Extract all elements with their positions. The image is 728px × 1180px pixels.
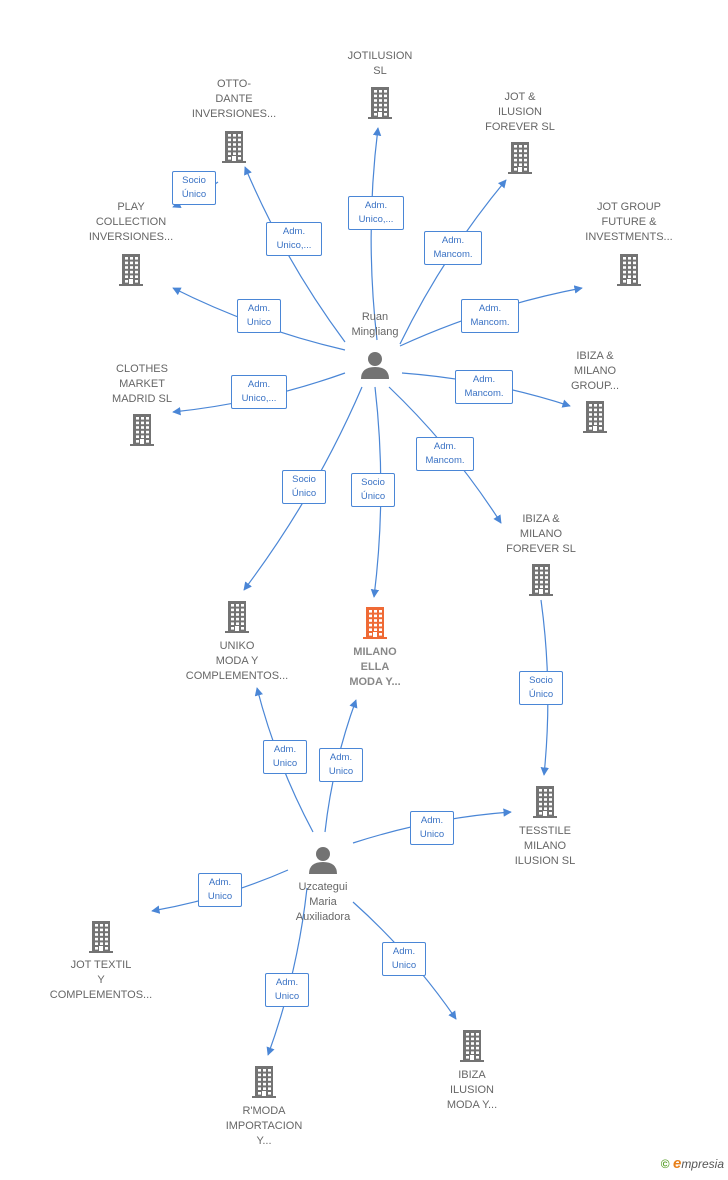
relation-badge-r14[interactable]: Adm. Unico xyxy=(319,748,363,782)
relation-badge-r18[interactable]: Adm. Unico xyxy=(382,942,426,976)
node-label-jot_ilusion[interactable]: JOT & ILUSION FOREVER SL xyxy=(485,91,555,133)
node-label-jotgroup[interactable]: JOT GROUP FUTURE & INVESTMENTS... xyxy=(585,201,673,243)
building-icon-otto[interactable] xyxy=(222,131,246,163)
relation-badge-r5[interactable]: Adm. Unico xyxy=(237,299,281,333)
node-label-uzcategui[interactable]: Uzcategui Maria Auxiliadora xyxy=(295,881,351,923)
relation-badge-r15[interactable]: Adm. Unico xyxy=(410,811,454,845)
building-icon-testile[interactable] xyxy=(533,786,557,818)
edge-ruan-to-otto xyxy=(244,166,346,343)
node-label-clothes[interactable]: CLOTHES MARKET MADRID SL xyxy=(112,363,172,405)
building-icon-uniko[interactable] xyxy=(225,601,249,633)
node-label-otto[interactable]: OTTO- DANTE INVERSIONES... xyxy=(191,78,277,120)
node-label-play[interactable]: PLAY COLLECTION INVERSIONES... xyxy=(88,201,174,243)
building-icon-clothes[interactable] xyxy=(130,414,154,446)
person-icon-uzcategui[interactable] xyxy=(309,847,337,874)
node-label-testile[interactable]: TESSTILE MILANO ILUSION SL xyxy=(514,825,576,867)
relation-badge-r11[interactable]: Socio Único xyxy=(351,473,395,507)
node-label-rmoda[interactable]: R'MODA IMPORTACION Y... xyxy=(225,1105,303,1147)
relation-badge-r17[interactable]: Adm. Unico xyxy=(265,973,309,1007)
empresia-brand[interactable]: © empresia xyxy=(661,1155,724,1172)
node-label-milano[interactable]: MILANO ELLA MODA Y... xyxy=(349,646,401,688)
node-label-ibiza_group[interactable]: IBIZA & MILANO GROUP... xyxy=(570,350,620,392)
building-icon-jot_ilusion[interactable] xyxy=(508,142,532,174)
relation-badge-r16[interactable]: Adm. Unico xyxy=(198,873,242,907)
node-label-ibiza_forever[interactable]: IBIZA & MILANO FOREVER SL xyxy=(506,513,576,555)
relation-badge-r9[interactable]: Adm. Mancom. xyxy=(416,437,474,471)
building-icon-ibiza_ilusion[interactable] xyxy=(460,1030,484,1062)
relation-badge-r6[interactable]: Adm. Mancom. xyxy=(461,299,519,333)
relation-badge-r7[interactable]: Adm. Unico,... xyxy=(231,375,287,409)
relation-badge-r10[interactable]: Socio Único xyxy=(282,470,326,504)
building-icon-play[interactable] xyxy=(119,254,143,286)
person-icon-ruan[interactable] xyxy=(361,352,389,379)
node-label-jotilusion[interactable]: JOTILUSION SL xyxy=(347,50,413,77)
relation-badge-r3[interactable]: Socio Único xyxy=(172,171,216,205)
node-label-uniko[interactable]: UNIKO MODA Y COMPLEMENTOS... xyxy=(185,640,289,682)
relation-badge-r8[interactable]: Adm. Mancom. xyxy=(455,370,513,404)
relation-badge-r2[interactable]: Adm. Unico,... xyxy=(266,222,322,256)
building-icon-rmoda[interactable] xyxy=(252,1066,276,1098)
edge-ruan-to-jotilusion xyxy=(370,127,382,341)
node-label-ibiza_ilusion[interactable]: IBIZA ILUSION MODA Y... xyxy=(446,1069,498,1111)
node-label-ruan[interactable]: Ruan Mingliang xyxy=(351,311,399,338)
building-icon-jotilusion[interactable] xyxy=(368,87,392,119)
brand-initial: e xyxy=(672,1155,682,1172)
building-icon-jotgroup[interactable] xyxy=(617,254,641,286)
building-icon-ibiza_group[interactable] xyxy=(583,401,607,433)
relation-badge-r4[interactable]: Adm. Mancom. xyxy=(424,231,482,265)
building-icon-milano[interactable] xyxy=(363,607,387,639)
relation-badge-r12[interactable]: Socio Único xyxy=(519,671,563,705)
copyright-icon: © xyxy=(660,1157,670,1171)
node-label-jottextil[interactable]: JOT TEXTIL Y COMPLEMENTOS... xyxy=(49,959,153,1001)
edge-uzcategui-to-rmoda xyxy=(266,887,308,1056)
relation-badge-r1[interactable]: Adm. Unico,... xyxy=(348,196,404,230)
brand-name: mpresia xyxy=(681,1157,724,1171)
relation-badge-r13[interactable]: Adm. Unico xyxy=(263,740,307,774)
building-icon-jottextil[interactable] xyxy=(89,921,113,953)
building-icon-ibiza_forever[interactable] xyxy=(529,564,553,596)
